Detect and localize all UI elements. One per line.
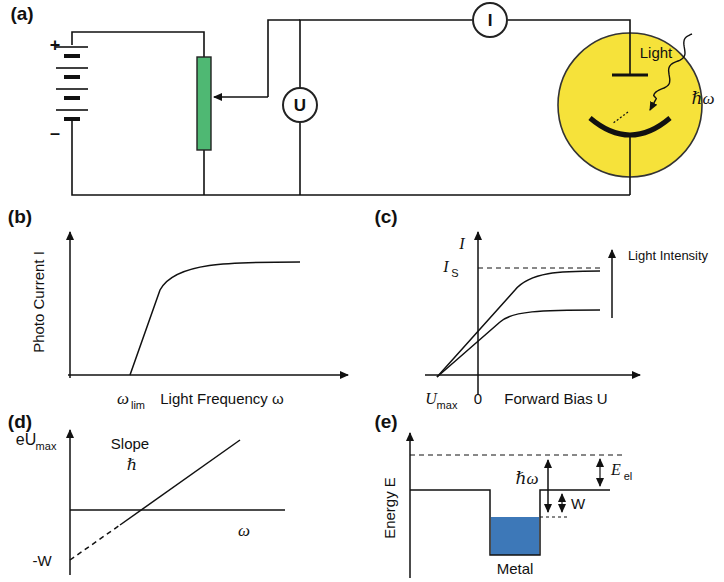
axis-label: Light <box>640 45 673 60</box>
axis-label: S <box>451 268 458 279</box>
graph-b <box>68 232 348 378</box>
axis-label: eU <box>16 432 36 448</box>
meter-circle: I <box>472 2 508 38</box>
meter-letter: I <box>488 12 493 29</box>
panel-letter: (d) <box>8 412 32 431</box>
axis-label: max <box>437 400 458 411</box>
wire-connector <box>300 20 472 87</box>
panel-letter: (c) <box>374 207 397 226</box>
axis-label: ℏω <box>692 90 715 107</box>
graph-d <box>70 430 285 575</box>
axis-label: -W <box>32 553 51 568</box>
axis-label: lim <box>131 400 145 411</box>
axis-label: E <box>611 462 621 478</box>
axis-label: U <box>425 391 437 407</box>
axis-label: ω <box>117 390 129 407</box>
axis-label: Metal <box>497 561 534 576</box>
axis-label: I <box>443 259 448 275</box>
axis-label: ω <box>238 522 250 539</box>
graph-c <box>425 232 640 395</box>
photoelectron-path <box>612 112 628 124</box>
panel-letter: (e) <box>374 412 397 431</box>
meter-circle: U <box>282 87 318 123</box>
battery-symbol <box>56 47 88 128</box>
panel-letter: + <box>50 36 61 54</box>
panel-letter: (b) <box>8 207 32 226</box>
connectors <box>300 20 472 87</box>
axis-label: Photo Current I <box>31 251 46 353</box>
axis-label: Energy E <box>382 477 397 539</box>
wire <box>72 128 630 195</box>
axis-label: el <box>624 471 633 482</box>
axis-label: I <box>459 236 464 252</box>
wiper-arrow <box>214 96 268 98</box>
meter-letter: U <box>294 97 306 114</box>
axis-label: ℏω <box>516 470 539 487</box>
wire <box>268 20 300 97</box>
panel-letter: – <box>50 124 60 142</box>
panel-letter: (a) <box>10 4 33 23</box>
axis-label: 0 <box>474 391 482 406</box>
axis-label: max <box>36 441 57 452</box>
potentiometer <box>197 57 211 150</box>
energy-diagram <box>410 433 625 578</box>
axis-label: ℏ <box>127 457 137 473</box>
wire <box>203 150 205 195</box>
axis-label: Light Intensity <box>628 249 708 262</box>
axis-label: Slope <box>111 436 149 451</box>
circuit-wires <box>72 20 630 195</box>
wire <box>72 32 204 57</box>
wire <box>299 123 301 195</box>
axis-label: Light Frequency ω <box>160 391 283 406</box>
axis-label: W <box>571 496 585 511</box>
axis-label: Forward Bias U <box>504 391 607 406</box>
